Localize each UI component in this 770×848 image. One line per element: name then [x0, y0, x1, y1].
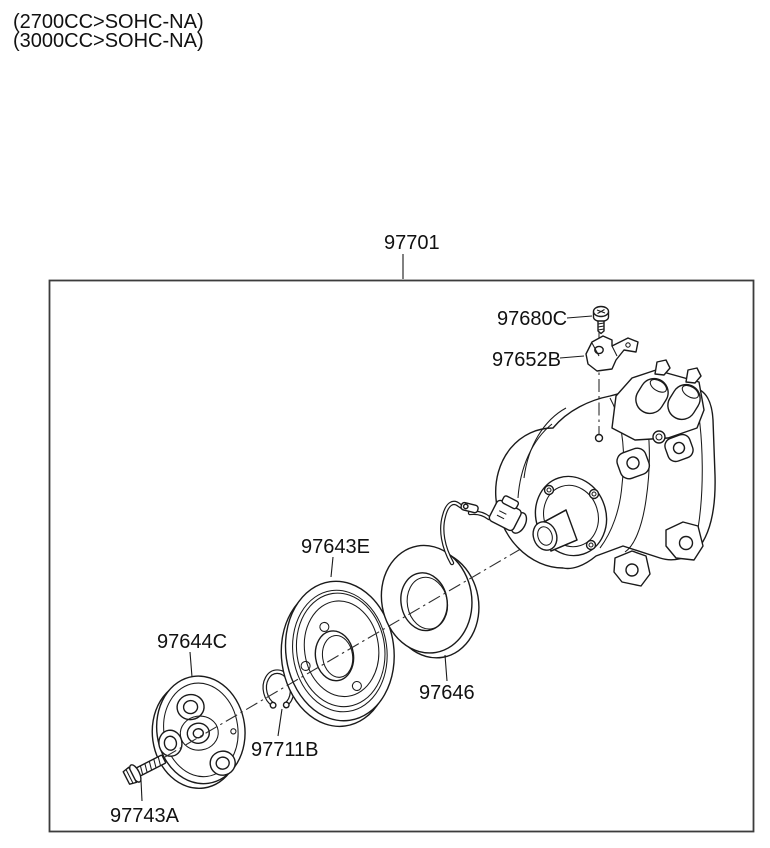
leader-97711b [277, 708, 283, 737]
leader-97652b [559, 355, 585, 359]
part-label-97680c: 97680C [497, 308, 567, 330]
bracket-drawing [585, 335, 639, 372]
part-label-97711b: 97711B [251, 739, 318, 761]
coil-wire-connector-drawing [440, 495, 528, 566]
clamp-bolt-head [685, 367, 702, 384]
leader-97644c [189, 651, 193, 678]
leader-97680c [566, 315, 593, 319]
assembly-border-box [48, 279, 755, 833]
bracket-screw-hole [594, 433, 604, 443]
part-label-97643e: 97643E [301, 536, 370, 558]
leader-97743a [140, 779, 143, 802]
clamp-bolt-head [654, 359, 671, 376]
part-label-97646: 97646 [419, 682, 475, 704]
field-coil-drawing [380, 544, 480, 659]
variant-note-line1: (2700CC>SOHC-NA) [13, 11, 204, 33]
part-label-97644c: 97644C [157, 631, 227, 653]
screw-drawing [592, 305, 610, 335]
part-label-97652b: 97652B [492, 349, 561, 371]
compressor-drawing [494, 359, 716, 587]
leader-97646 [444, 654, 448, 682]
part-label-97743a: 97743A [110, 805, 180, 827]
part-label-97701: 97701 [384, 232, 440, 254]
centerline-main [164, 532, 549, 758]
leader-97643e [330, 556, 334, 578]
variant-note-line2: (3000CC>SOHC-NA) [13, 30, 204, 52]
clutch-hub-drawing [151, 675, 246, 790]
bolt-drawing [122, 754, 167, 785]
